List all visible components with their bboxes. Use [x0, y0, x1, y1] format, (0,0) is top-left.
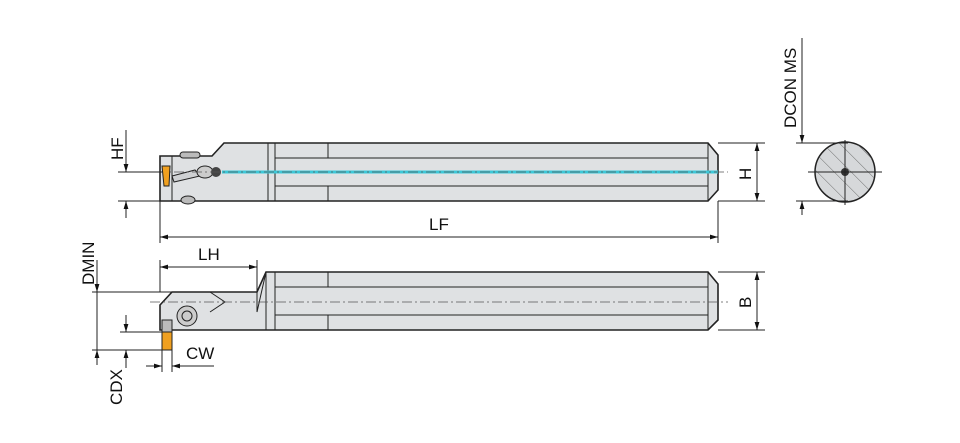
lf-label: LF — [429, 215, 449, 234]
screw-icon — [176, 305, 198, 327]
dmin-dimension: DMIN — [79, 242, 172, 365]
b-dimension: B — [718, 271, 765, 331]
insert-top — [161, 165, 171, 187]
bottom-view-body — [159, 271, 719, 331]
hf-dimension: HF — [108, 130, 162, 218]
lf-dimension: LF — [159, 201, 719, 243]
cdx-label: CDX — [107, 369, 126, 405]
dmin-label: DMIN — [79, 242, 98, 285]
cw-dimension: CW — [146, 344, 214, 372]
lh-dimension: LH — [159, 245, 258, 292]
h-dimension: H — [718, 142, 765, 202]
insert-bottom — [161, 331, 173, 351]
top-view — [120, 142, 728, 205]
cw-label: CW — [186, 344, 214, 363]
h-label: H — [736, 168, 755, 180]
bottom-view — [150, 271, 728, 351]
hf-label: HF — [108, 137, 127, 160]
cdx-dimension: CDX — [107, 315, 162, 405]
b-label: B — [736, 297, 755, 308]
lh-label: LH — [198, 245, 220, 264]
clamp-screw — [179, 151, 201, 159]
section-view: DCON MS — [781, 38, 882, 215]
dcon-ms-label: DCON MS — [781, 48, 800, 128]
